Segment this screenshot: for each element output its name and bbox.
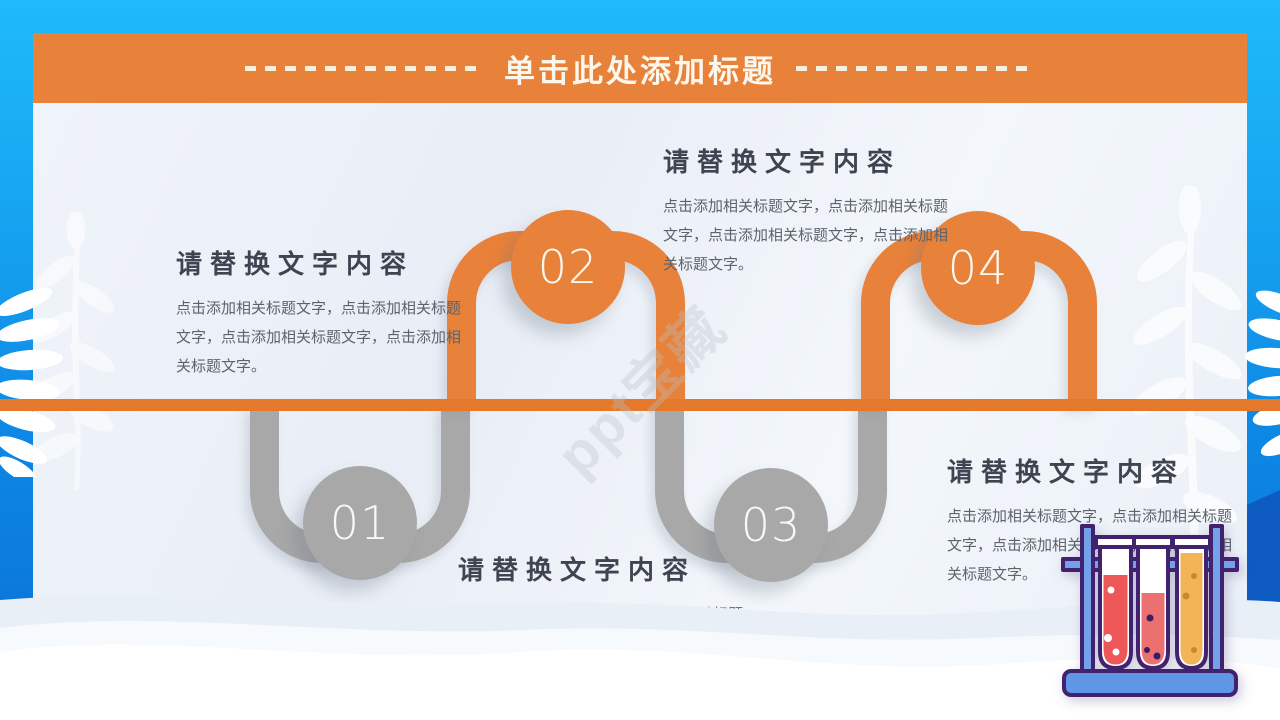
title-banner: 单击此处添加标题 — [33, 33, 1247, 103]
text-block-step-01[interactable]: 请替换文字内容 点击添加相关标题文字，点击添加相关标题文字，点击添加相关标题文字… — [176, 244, 472, 381]
step-number-04: 04 — [947, 241, 1009, 295]
step-circle-01[interactable]: 01 — [303, 466, 417, 580]
text-block-step-03[interactable]: 请替换文字内容 点击添加相关标题文字，点击添加相关标题文字，点击添加相关标题文字… — [458, 550, 754, 687]
step-circle-03[interactable]: 03 — [714, 468, 828, 582]
text-block-heading[interactable]: 请替换文字内容 — [663, 147, 902, 177]
text-block-step-02[interactable]: 请替换文字内容 点击添加相关标题文字，点击添加相关标题文字，点击添加相关标题文字… — [663, 142, 959, 279]
step-circle-04[interactable]: 04 — [921, 211, 1035, 325]
text-block-body[interactable]: 点击添加相关标题文字，点击添加相关标题文字，点击添加相关标题文字，点击添加相关标… — [947, 508, 1233, 583]
step-number-01: 01 — [329, 496, 391, 550]
step-number-03: 03 — [740, 498, 802, 552]
text-block-heading[interactable]: 请替换文字内容 — [176, 249, 415, 279]
text-block-heading[interactable]: 请替换文字内容 — [458, 555, 697, 585]
timeline-axis-line — [0, 399, 1280, 411]
border-fold-decoration — [1247, 490, 1280, 625]
step-number-02: 02 — [537, 240, 599, 294]
text-block-body[interactable]: 点击添加相关标题文字，点击添加相关标题文字，点击添加相关标题文字，点击添加相关标… — [663, 198, 949, 273]
text-block-body[interactable]: 点击添加相关标题文字，点击添加相关标题文字，点击添加相关标题文字，点击添加相关标… — [176, 300, 462, 375]
step-circle-02[interactable]: 02 — [511, 210, 625, 324]
text-block-step-04[interactable]: 请替换文字内容 点击添加相关标题文字，点击添加相关标题文字，点击添加相关标题文字… — [947, 452, 1243, 589]
header-dash-right — [796, 65, 1035, 71]
page-title[interactable]: 单击此处添加标题 — [504, 53, 776, 89]
text-block-body[interactable]: 点击添加相关标题文字，点击添加相关标题文字，点击添加相关标题文字，点击添加相关标… — [458, 606, 744, 681]
header-dash-left — [245, 65, 484, 71]
text-block-heading[interactable]: 请替换文字内容 — [947, 457, 1186, 487]
